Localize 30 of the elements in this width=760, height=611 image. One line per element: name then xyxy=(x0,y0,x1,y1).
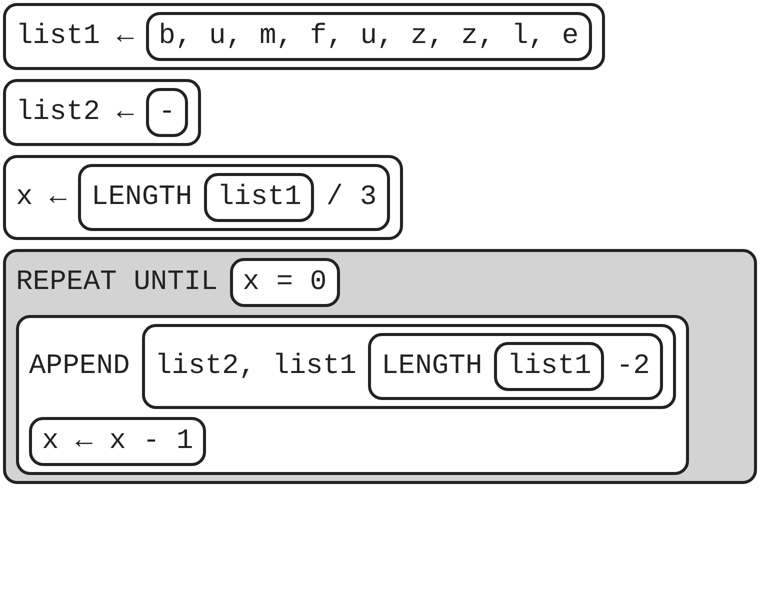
code-block xyxy=(142,324,676,409)
code-block xyxy=(78,164,390,231)
code-block xyxy=(204,173,314,222)
code-text: b, u, m, f, u, z, z, l, e xyxy=(158,21,579,52)
code-text: list1 xyxy=(507,351,592,382)
code-text: / 3 xyxy=(326,182,377,213)
code-text: x = 0 xyxy=(242,267,327,298)
code-text: list1 xyxy=(217,182,302,213)
code-text: list2 ← xyxy=(16,97,134,128)
code-text: - xyxy=(158,97,176,128)
code-block xyxy=(29,417,206,466)
code-block xyxy=(494,342,604,391)
code-text: list2, list1 xyxy=(154,351,356,382)
code-text: x ← xyxy=(16,182,66,213)
code-block xyxy=(3,249,757,484)
code-block xyxy=(146,88,188,137)
code-text: LENGTH xyxy=(91,182,192,213)
code-block xyxy=(3,155,403,240)
code-text: -2 xyxy=(616,351,650,382)
code-block xyxy=(146,12,592,61)
code-text: list1 ← xyxy=(16,21,134,52)
code-block xyxy=(3,79,202,146)
code-block xyxy=(3,3,605,70)
code-text: x ← x - 1 xyxy=(42,426,194,457)
code-text: REPEAT UNTIL xyxy=(16,267,218,298)
code-block xyxy=(368,333,663,400)
code-block xyxy=(230,258,340,307)
code-block xyxy=(16,315,689,475)
code-text: APPEND xyxy=(29,351,130,382)
code-text: LENGTH xyxy=(381,351,482,382)
